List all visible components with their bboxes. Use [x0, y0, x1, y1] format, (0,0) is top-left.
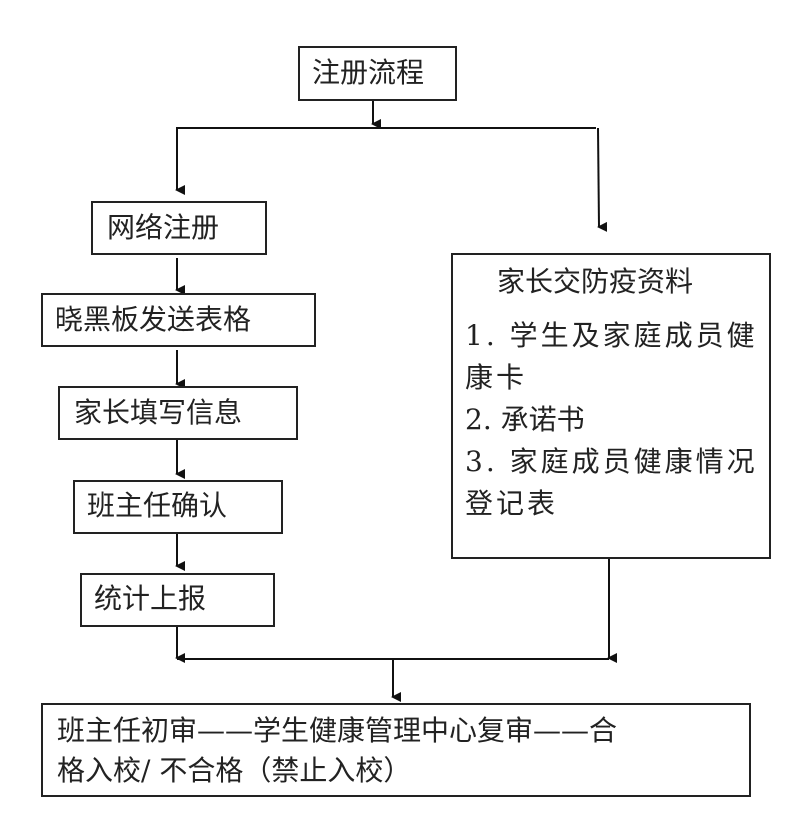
- step-stats-report: 统计上报: [80, 573, 275, 627]
- right-box-epidemic-docs: 家长交防疫资料 1. 学生及家庭成员健康卡 2. 承诺书 3. 家庭成员健康情况…: [451, 253, 771, 559]
- step-network-register: 网络注册: [91, 201, 267, 255]
- final-line-2: 格入校/ 不合格（禁止入校）: [57, 754, 412, 787]
- right-box-heading: 家长交防疫资料: [497, 265, 694, 298]
- step-label: 班主任确认: [87, 489, 228, 522]
- right-box-item: 2. 承诺书: [465, 403, 585, 436]
- step-label: 晓黑板发送表格: [55, 303, 252, 336]
- right-box-item: 3. 家庭成员健康情况登记表: [465, 445, 758, 520]
- arrow-to-right-box: [597, 127, 608, 232]
- step-label: 网络注册: [107, 211, 220, 244]
- step-teacher-confirm: 班主任确认: [73, 480, 283, 534]
- step-parent-fill-info: 家长填写信息: [58, 386, 298, 440]
- step-label: 家长填写信息: [74, 396, 243, 429]
- final-review-box: 班主任初审——学生健康管理中心复审——合 格入校/ 不合格（禁止入校）: [41, 703, 751, 797]
- step-label: 统计上报: [94, 582, 207, 615]
- right-box-item: 1. 学生及家庭成员健康卡: [465, 319, 758, 394]
- title-box: 注册流程: [298, 46, 457, 101]
- step-send-form: 晓黑板发送表格: [41, 293, 316, 347]
- final-line-1: 班主任初审——学生健康管理中心复审——合: [57, 714, 618, 747]
- title-label: 注册流程: [312, 56, 425, 89]
